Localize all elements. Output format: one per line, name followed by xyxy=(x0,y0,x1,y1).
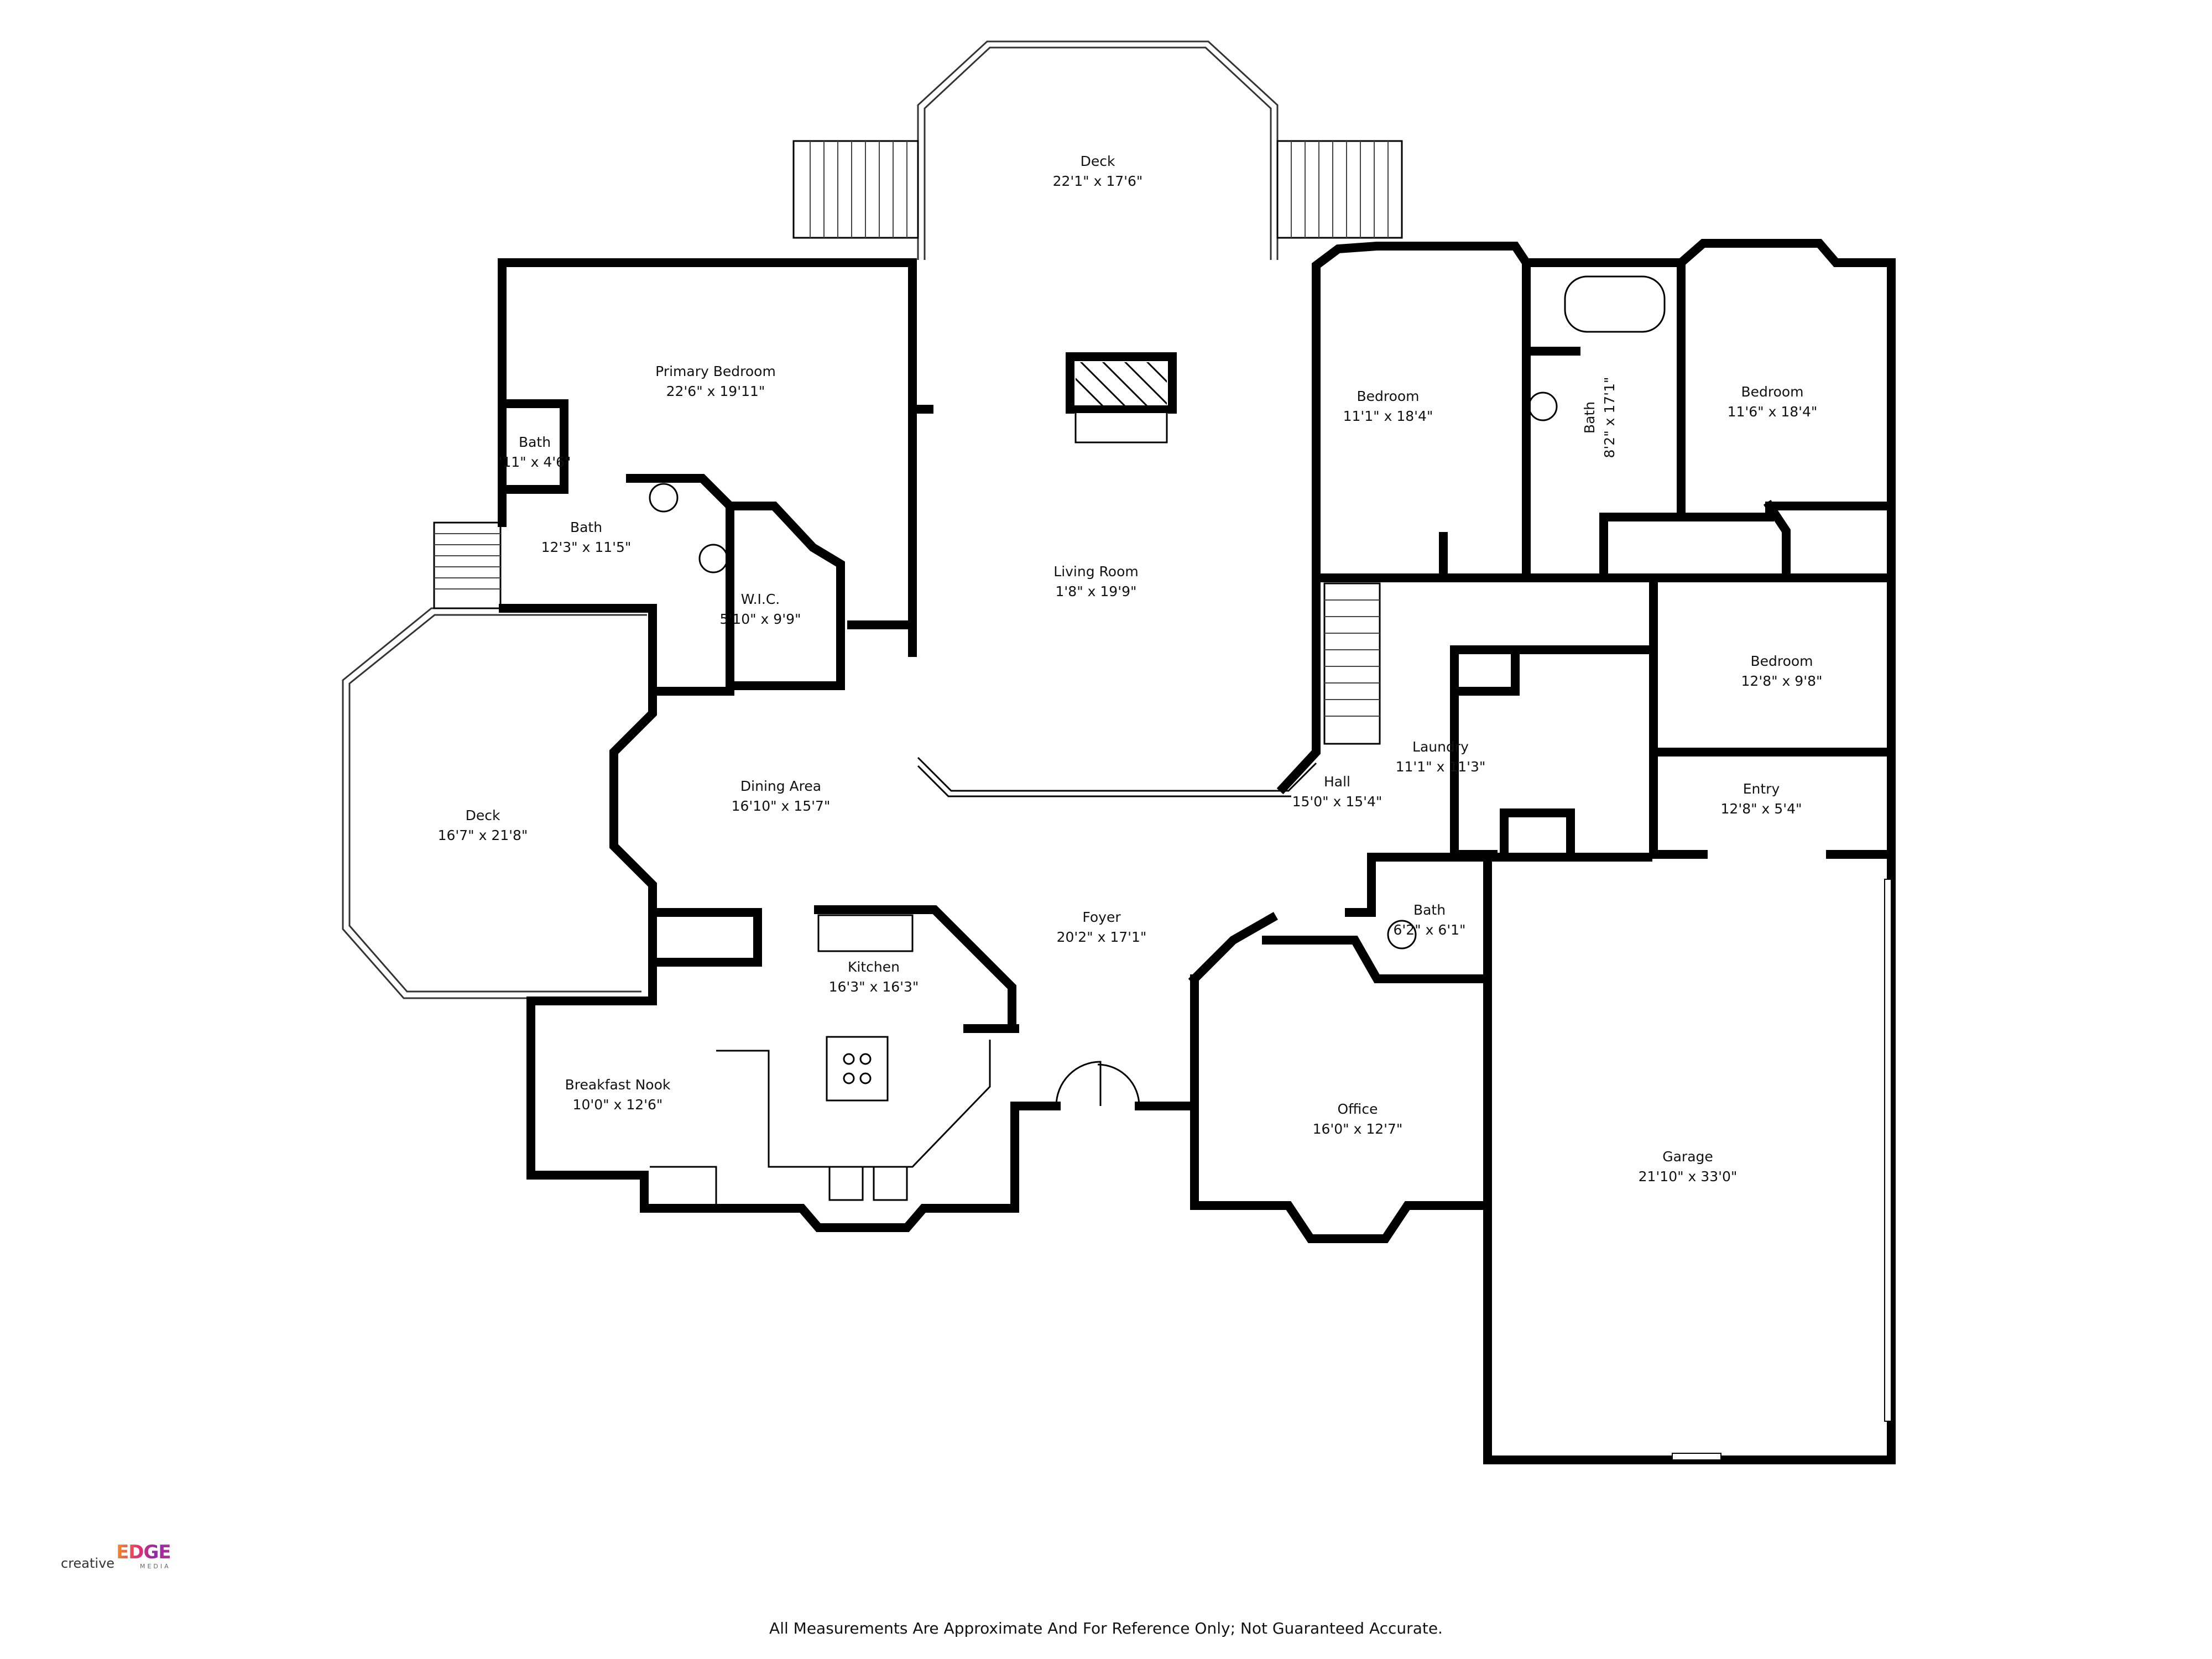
bathtub xyxy=(1564,275,1666,333)
room-name: Deck xyxy=(465,807,500,823)
room-dimensions: 12'8" x 9'8" xyxy=(1741,673,1823,689)
room-dimensions: 11'1" x 18'4" xyxy=(1343,408,1433,424)
room-dimensions: 8'2" x 17'1" xyxy=(1601,377,1618,458)
room-name: Living Room xyxy=(1053,563,1139,580)
room-name: Bedroom xyxy=(1357,388,1420,404)
room-label-bath-small: Bath '11" x 4'6" xyxy=(498,432,571,473)
room-name: Breakfast Nook xyxy=(565,1076,671,1093)
room-name: Bedroom xyxy=(1750,653,1813,669)
living-room-railing xyxy=(917,757,1317,792)
room-label-deck-top: Deck 22'1" x 17'6" xyxy=(1053,152,1143,192)
room-label-bath-primary: Bath 12'3" x 11'5" xyxy=(541,518,632,558)
logo-brand: EDGE xyxy=(116,1541,171,1563)
room-label-deck-left: Deck 16'7" x 21'8" xyxy=(438,806,528,846)
room-label-breakfast-nook: Breakfast Nook 10'0" x 12'6" xyxy=(565,1075,671,1115)
room-dimensions: 16'0" x 12'7" xyxy=(1312,1121,1403,1137)
room-label-laundry: Laundry 11'1" x 11'3" xyxy=(1396,737,1486,778)
front-door xyxy=(1055,1061,1102,1107)
room-dimensions: 5'10" x 9'9" xyxy=(719,611,801,627)
room-label-bath-hall: Bath 8'2" x 17'1" xyxy=(1580,377,1620,458)
room-label-bedroom-3: Bedroom 11'6" x 18'4" xyxy=(1728,382,1818,422)
room-name: Bath xyxy=(1413,901,1446,918)
room-name: Entry xyxy=(1743,780,1780,797)
logo-word: creative xyxy=(61,1556,115,1571)
room-label-entry: Entry 12'8" x 5'4" xyxy=(1721,779,1802,820)
room-label-office: Office 16'0" x 12'7" xyxy=(1313,1099,1403,1140)
sink xyxy=(1528,392,1558,421)
company-logo: creative EDGE MEDIA xyxy=(61,1543,171,1570)
room-name: Bath xyxy=(518,434,551,450)
room-dimensions: 22'6" x 19'11" xyxy=(666,383,765,399)
room-label-kitchen: Kitchen 16'3" x 16'3" xyxy=(829,957,919,998)
room-dimensions: 12'3" x 11'5" xyxy=(541,539,632,555)
room-dimensions: 15'0" x 15'4" xyxy=(1292,794,1383,810)
room-label-bath-half: Bath 6'2" x 6'1" xyxy=(1393,900,1465,941)
room-name: Foyer xyxy=(1082,909,1121,925)
room-label-hall: Hall 15'0" x 15'4" xyxy=(1292,772,1383,812)
kitchen-fixtures xyxy=(650,914,991,1208)
room-label-primary-bedroom: Primary Bedroom 22'6" x 19'11" xyxy=(655,362,776,402)
sink xyxy=(1387,920,1417,950)
room-name: Bath xyxy=(570,519,603,535)
room-dimensions: 16'10" x 15'7" xyxy=(731,798,831,814)
room-dimensions: 10'0" x 12'6" xyxy=(572,1097,663,1113)
room-dimensions: 20'2" x 17'1" xyxy=(1056,929,1147,945)
room-label-living-room: Living Room 1'8" x 19'9" xyxy=(1053,562,1138,602)
sink xyxy=(698,544,728,573)
room-dimensions: 21'10" x 33'0" xyxy=(1638,1168,1738,1185)
room-dimensions: 16'7" x 21'8" xyxy=(437,827,528,843)
room-name: Deck xyxy=(1080,153,1115,169)
room-name: Primary Bedroom xyxy=(655,363,776,379)
room-name: Kitchen xyxy=(848,958,900,975)
room-dimensions: 22'1" x 17'6" xyxy=(1052,173,1143,189)
deck-top-outline xyxy=(792,40,1403,260)
room-name: Laundry xyxy=(1412,738,1469,755)
hall-stairs xyxy=(1323,582,1381,745)
room-name: Dining Area xyxy=(740,778,822,794)
kitchen-island xyxy=(826,1036,889,1102)
room-label-bedroom-4: Bedroom 12'8" x 9'8" xyxy=(1741,651,1823,692)
room-dimensions: 6'2" x 6'1" xyxy=(1393,922,1466,938)
room-dimensions: '11" x 4'6" xyxy=(498,454,571,470)
room-label-bedroom-2: Bedroom 11'1" x 18'4" xyxy=(1343,387,1433,427)
sink xyxy=(649,483,679,513)
room-name: Hall xyxy=(1323,773,1350,790)
walls xyxy=(498,239,1896,1464)
room-label-foyer: Foyer 20'2" x 17'1" xyxy=(1057,907,1147,948)
room-label-wic: W.I.C. 5'10" x 9'9" xyxy=(720,589,801,630)
logo-sub: MEDIA xyxy=(139,1563,171,1570)
room-name: Office xyxy=(1337,1100,1378,1117)
room-label-dining-area: Dining Area 16'10" x 15'7" xyxy=(732,776,831,817)
room-name: Bedroom xyxy=(1741,383,1804,400)
garage-window xyxy=(1672,1453,1721,1460)
room-dimensions: 11'1" x 11'3" xyxy=(1395,759,1486,775)
room-dimensions: 12'8" x 5'4" xyxy=(1720,801,1802,817)
room-name: W.I.C. xyxy=(740,591,780,607)
room-label-garage: Garage 21'10" x 33'0" xyxy=(1639,1147,1738,1187)
room-dimensions: 11'6" x 18'4" xyxy=(1727,404,1818,420)
fireplace xyxy=(1066,353,1176,444)
garage-door xyxy=(1884,879,1892,1422)
room-dimensions: 16'3" x 16'3" xyxy=(828,979,919,995)
room-name: Garage xyxy=(1662,1148,1713,1165)
deck-left-outline xyxy=(342,521,647,999)
room-dimensions: 1'8" x 19'9" xyxy=(1055,583,1137,599)
room-name: Bath xyxy=(1581,401,1598,434)
measurement-disclaimer: All Measurements Are Approximate And For… xyxy=(769,1619,1443,1637)
